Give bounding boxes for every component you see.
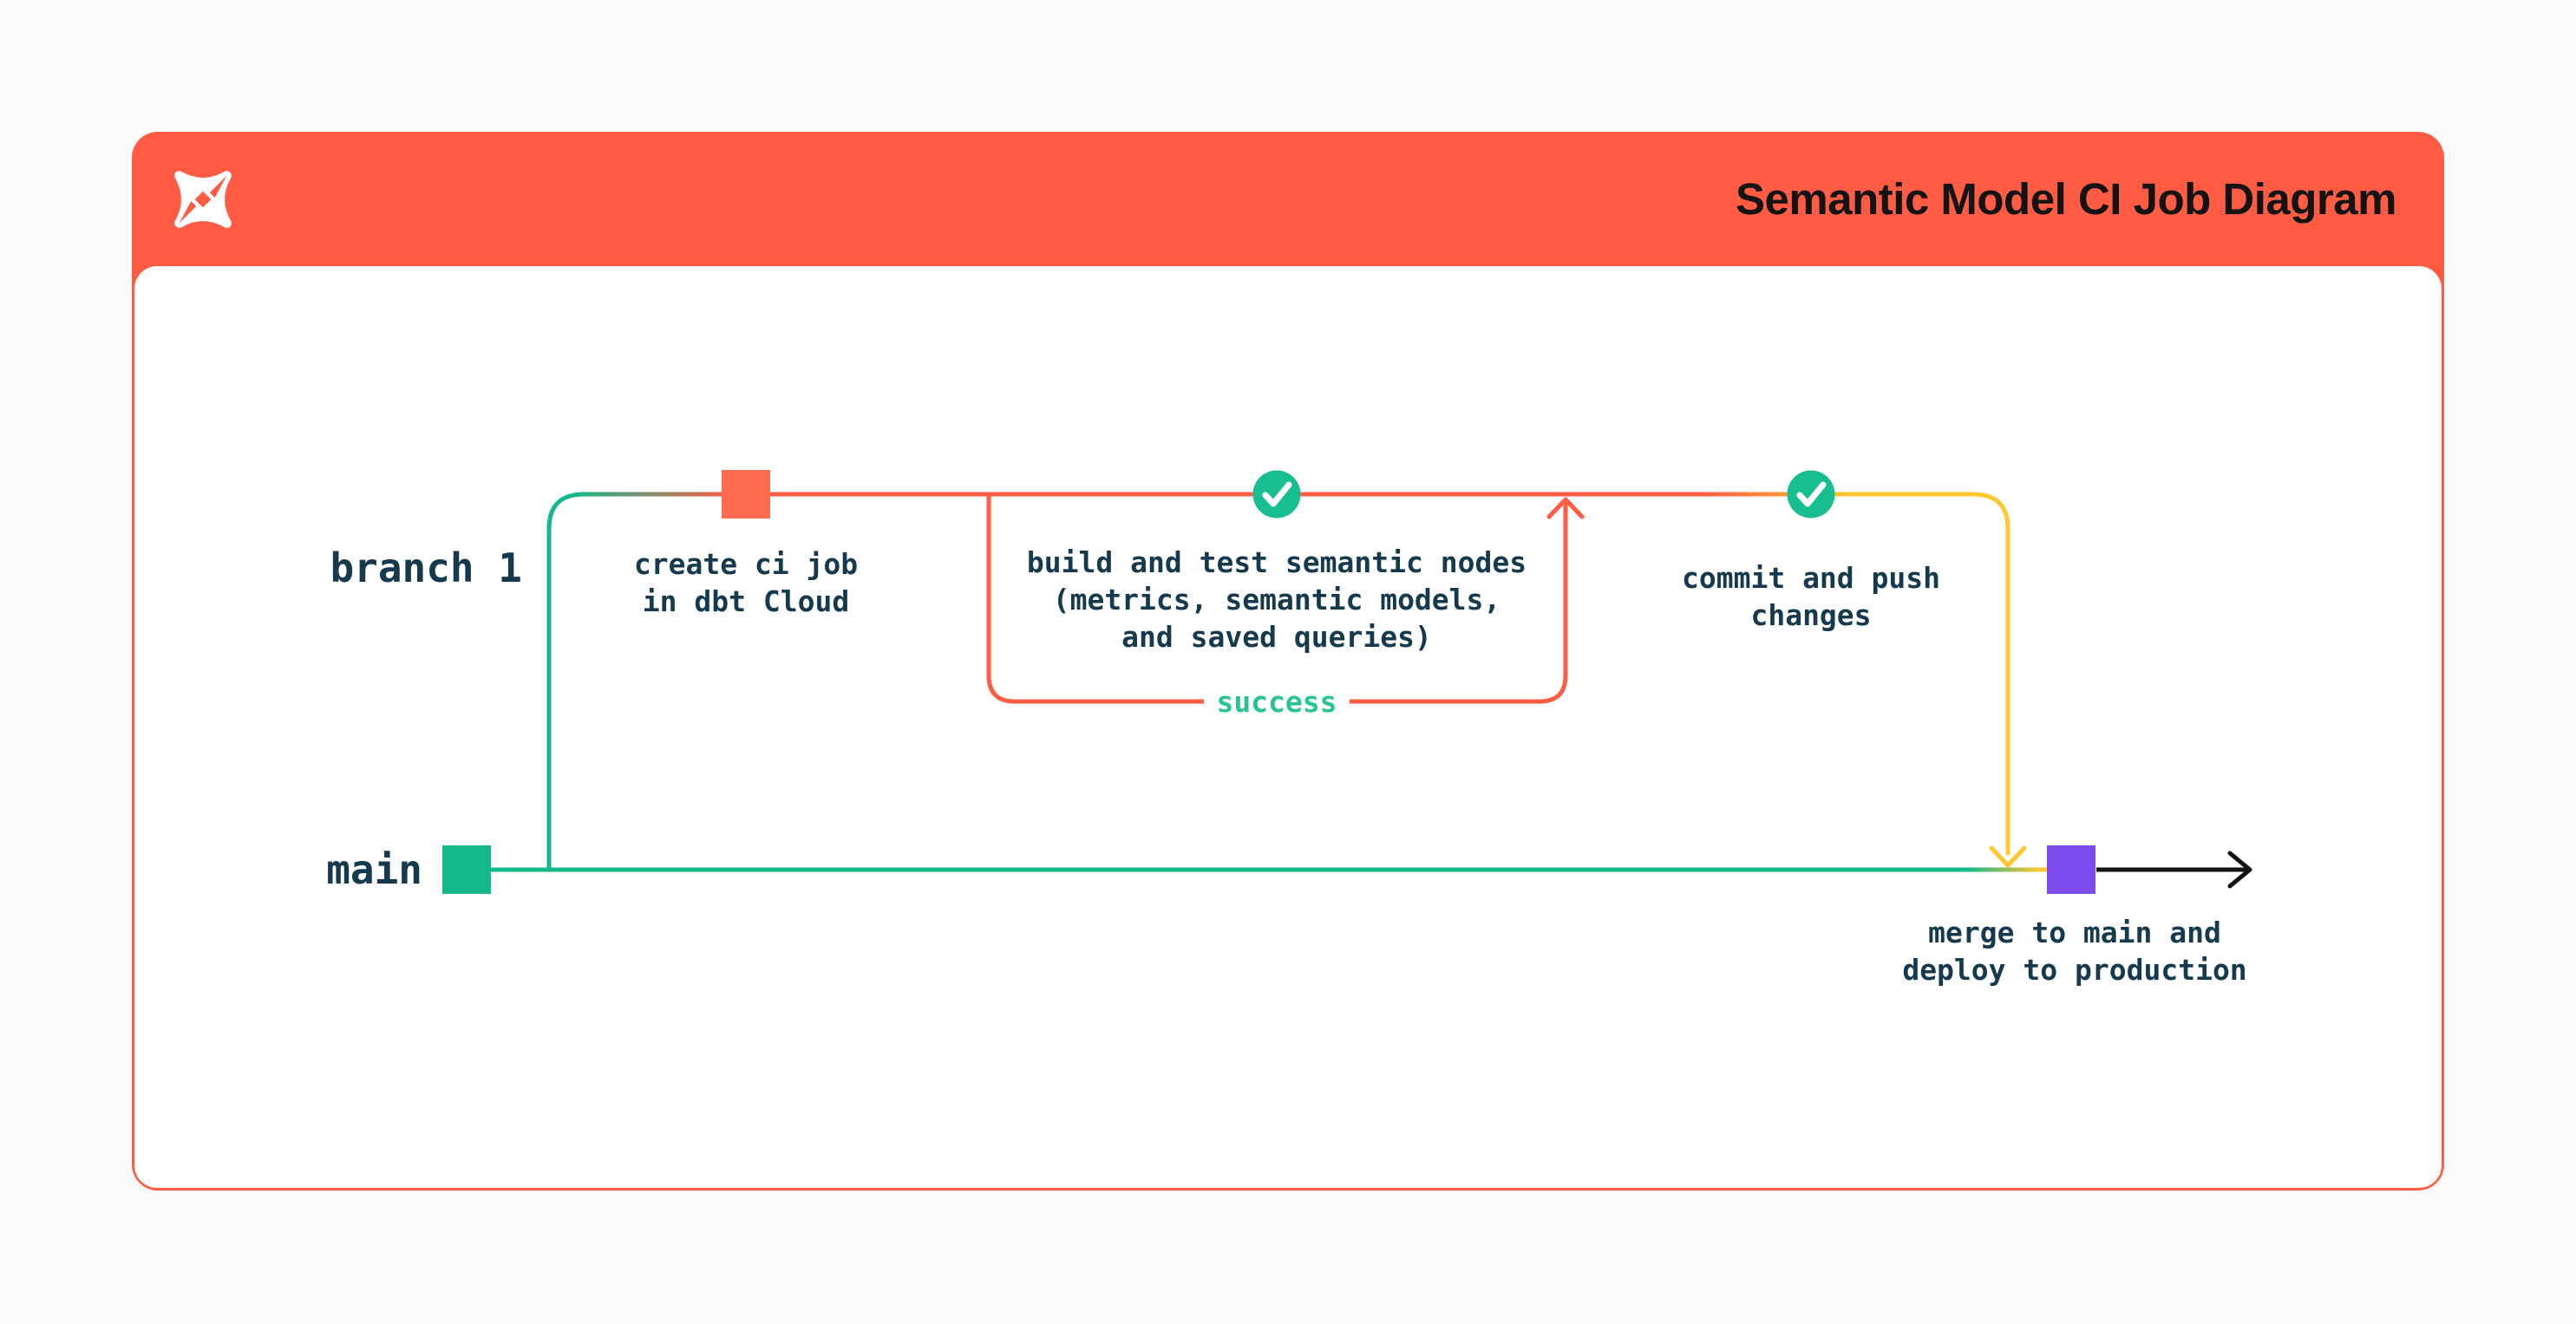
commit-push-label: commit and push changes [1681,561,1941,632]
dbt-logo-icon [174,170,232,228]
branch-lane-label: branch 1 [330,545,522,591]
build-test-label: build and test semantic nodes (metrics, … [1026,545,1527,654]
diagram-card: Semantic Model CI Job Diagram [132,132,2444,1190]
success-label: success [1216,685,1337,719]
page-title: Semantic Model CI Job Diagram [1735,174,2397,224]
card-header: Semantic Model CI Job Diagram [134,132,2442,266]
create-ci-label: create ci job in dbt Cloud [633,547,859,618]
card-body [134,266,2442,1188]
main-lane-label: main [326,846,422,893]
merge-label: merge to main and deploy to production [1902,916,2247,987]
